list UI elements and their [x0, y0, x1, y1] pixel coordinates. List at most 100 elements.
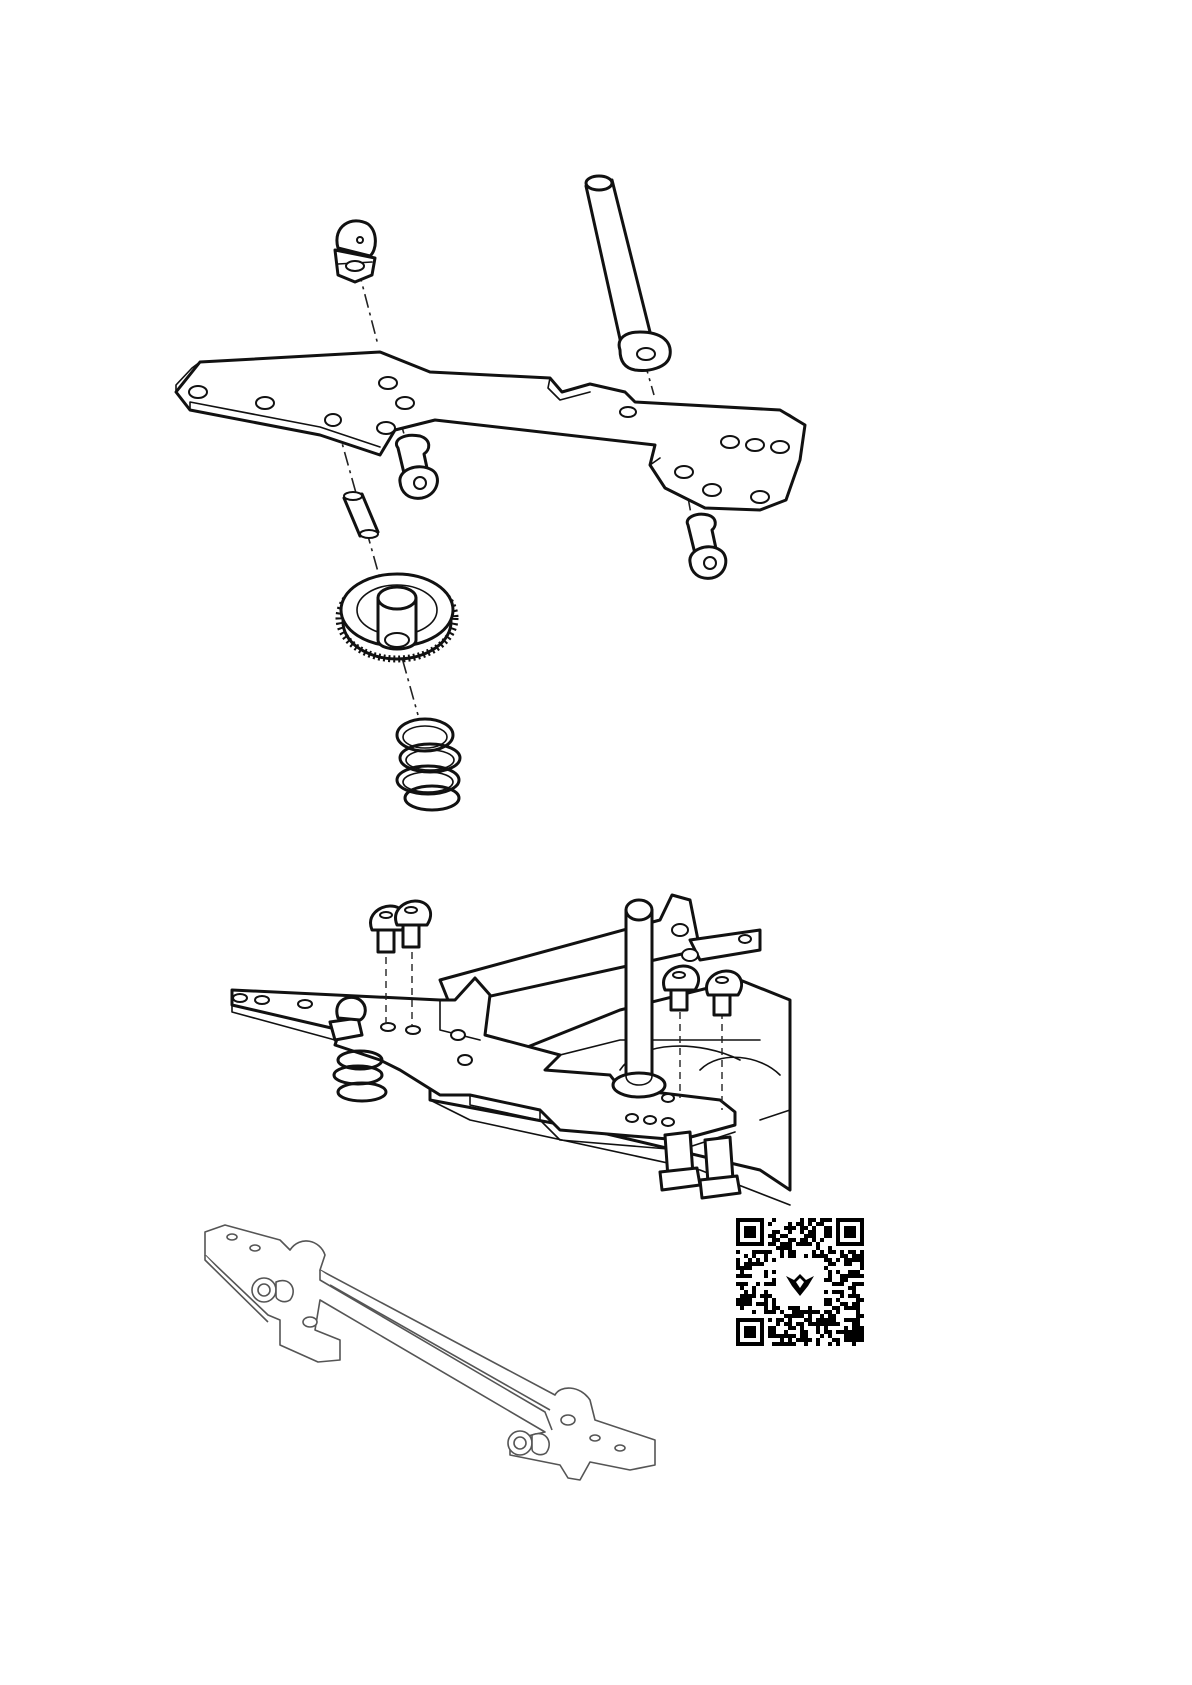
qr-module — [800, 1218, 804, 1222]
bridge-plate — [176, 352, 805, 510]
qr-module — [824, 1266, 828, 1270]
qr-module — [800, 1326, 804, 1330]
qr-module — [848, 1274, 852, 1278]
qr-module — [812, 1322, 816, 1326]
qr-module — [776, 1238, 780, 1242]
qr-module — [800, 1322, 804, 1326]
qr-module — [828, 1330, 832, 1334]
dragon-logo-icon — [780, 1262, 820, 1302]
qr-module — [792, 1310, 796, 1314]
qr-module — [848, 1338, 852, 1342]
qr-module — [740, 1306, 744, 1310]
qr-module — [804, 1310, 808, 1314]
qr-module — [860, 1282, 864, 1286]
qr-module — [772, 1242, 776, 1246]
qr-module — [808, 1222, 812, 1226]
qr-module — [852, 1286, 856, 1290]
qr-module — [856, 1270, 860, 1274]
qr-module — [788, 1222, 792, 1226]
qr-module — [776, 1322, 780, 1326]
qr-module — [832, 1250, 836, 1254]
qr-module — [852, 1294, 856, 1298]
qr-module — [780, 1254, 784, 1258]
steering-rack-view — [205, 1225, 655, 1480]
qr-module — [820, 1322, 824, 1326]
qr-module — [736, 1250, 740, 1254]
qr-module — [764, 1306, 768, 1310]
qr-module — [752, 1262, 756, 1266]
qr-module — [840, 1302, 844, 1306]
qr-module — [780, 1310, 784, 1314]
qr-module — [824, 1218, 828, 1222]
qr-module — [844, 1262, 848, 1266]
qr-module — [816, 1222, 820, 1226]
qr-module — [764, 1274, 768, 1278]
qr-module — [856, 1318, 860, 1322]
qr-module — [780, 1246, 784, 1250]
qr-module — [772, 1238, 776, 1242]
qr-module — [856, 1306, 860, 1310]
qr-module — [828, 1302, 832, 1306]
qr-module — [796, 1242, 800, 1246]
qr-module — [748, 1262, 752, 1266]
qr-module — [768, 1294, 772, 1298]
qr-module — [784, 1226, 788, 1230]
qr-module — [792, 1254, 796, 1258]
qr-module — [776, 1230, 780, 1234]
qr-module — [860, 1258, 864, 1262]
qr-module — [812, 1234, 816, 1238]
qr-module — [832, 1282, 836, 1286]
qr-module — [816, 1330, 820, 1334]
qr-module — [816, 1338, 820, 1342]
qr-module — [744, 1254, 748, 1258]
qr-module — [808, 1242, 812, 1246]
qr-module — [776, 1342, 780, 1346]
qr-module — [824, 1302, 828, 1306]
qr-module — [828, 1258, 832, 1262]
qr-module — [816, 1326, 820, 1330]
qr-module — [772, 1278, 776, 1282]
ball-stud — [252, 1278, 293, 1302]
qr-module — [788, 1334, 792, 1338]
qr-module — [812, 1218, 816, 1222]
qr-module — [840, 1278, 844, 1282]
qr-module — [788, 1314, 792, 1318]
qr-module — [752, 1290, 756, 1294]
qr-module — [836, 1310, 840, 1314]
qr-module — [800, 1226, 804, 1230]
qr-module — [824, 1310, 828, 1314]
qr-module — [760, 1262, 764, 1266]
qr-module — [808, 1310, 812, 1314]
qr-module — [824, 1226, 828, 1230]
qr-module — [828, 1230, 832, 1234]
qr-module — [820, 1218, 824, 1222]
qr-module — [808, 1322, 812, 1326]
qr-module — [824, 1258, 828, 1262]
qr-module — [804, 1226, 808, 1230]
qr-module — [752, 1286, 756, 1290]
qr-module — [784, 1330, 788, 1334]
qr-module — [832, 1322, 836, 1326]
qr-module — [856, 1274, 860, 1278]
qr-module — [828, 1226, 832, 1230]
qr-module — [744, 1302, 748, 1306]
qr-module — [824, 1230, 828, 1234]
qr-module — [816, 1342, 820, 1346]
qr-module — [768, 1234, 772, 1238]
qr-module — [844, 1258, 848, 1262]
qr-module — [792, 1314, 796, 1318]
qr-module — [804, 1342, 808, 1346]
qr-module — [828, 1274, 832, 1278]
qr-module — [772, 1310, 776, 1314]
qr-module — [848, 1258, 852, 1262]
qr-module — [780, 1338, 784, 1342]
qr-module — [844, 1326, 848, 1330]
qr-module — [744, 1282, 748, 1286]
qr-module — [828, 1246, 832, 1250]
qr-module — [744, 1294, 748, 1298]
qr-module — [752, 1294, 756, 1298]
qr-module — [852, 1342, 856, 1346]
qr-module — [848, 1250, 852, 1254]
